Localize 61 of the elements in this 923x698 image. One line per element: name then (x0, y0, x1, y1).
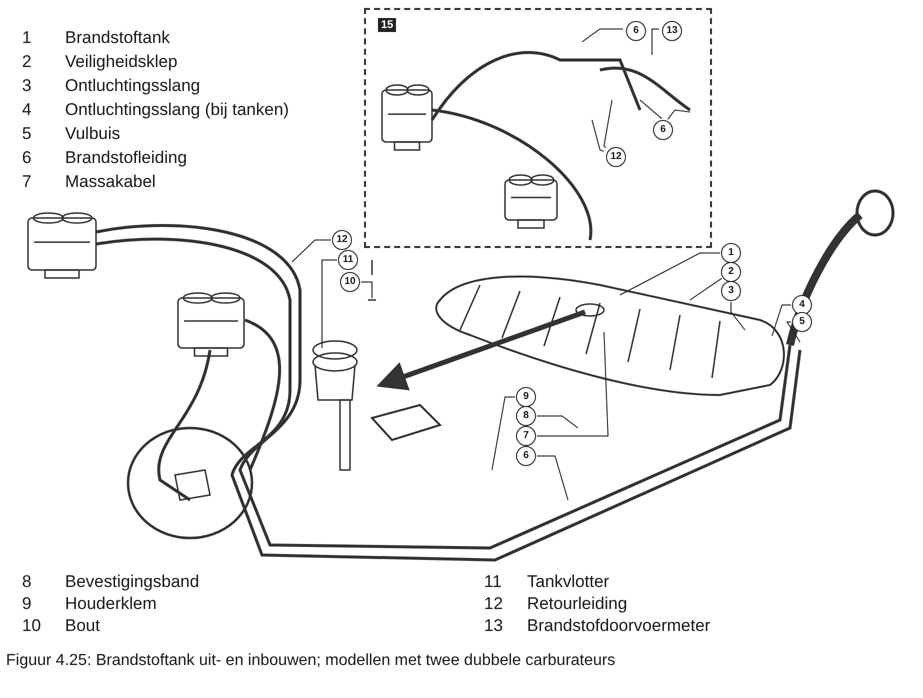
leader-line (360, 282, 372, 298)
key-number: 12 (484, 594, 503, 614)
key-number: 5 (22, 124, 32, 144)
inset-panel (364, 8, 712, 248)
leader-line (536, 416, 578, 428)
leader-line (690, 278, 722, 300)
key-number: 8 (22, 572, 32, 592)
callout-number: 6 (626, 21, 646, 41)
key-number: 2 (22, 52, 32, 72)
key-number: 4 (22, 100, 32, 120)
leader-line (640, 100, 690, 120)
section-number: 15 (378, 18, 396, 32)
callout-number: 13 (662, 21, 682, 41)
key-number: 6 (22, 148, 32, 168)
figure-caption: Figuur 4.25: Brandstoftank uit- en inbouwen; modellen met twee dubbele carburateurs (6, 652, 616, 670)
leader-line (772, 304, 792, 336)
callout-number: 6 (653, 120, 673, 140)
leader-line (536, 332, 609, 436)
leader-line (786, 322, 800, 342)
key-number: 10 (22, 616, 41, 636)
leader-line (536, 456, 568, 500)
key-number: 11 (484, 572, 502, 592)
key-label: Tankvlotter (527, 572, 610, 592)
key-number: 7 (22, 172, 32, 192)
callout-number: 4 (792, 295, 812, 315)
leader-line (592, 100, 612, 152)
leader-line (492, 396, 516, 470)
key-label: Ontluchtingsslang (bij tanken) (65, 100, 289, 120)
key-number: 13 (484, 616, 503, 636)
leader-line (292, 240, 332, 262)
key-label: Vulbuis (65, 124, 120, 144)
callout-number: 8 (516, 406, 536, 426)
key-label: Veiligheidsklep (65, 52, 178, 72)
callout-number: 6 (516, 446, 536, 466)
key-label: Brandstofleiding (65, 148, 187, 168)
callout-number: 5 (792, 312, 812, 332)
callout-number: 1 (721, 243, 741, 263)
callout-number: 7 (516, 426, 536, 446)
leader-line (620, 252, 720, 296)
key-label: Bout (65, 616, 100, 636)
callout-number: 11 (338, 250, 358, 270)
key-number: 3 (22, 76, 32, 96)
callout-number: 10 (340, 272, 360, 292)
leader-line (730, 302, 746, 330)
callout-number: 12 (332, 230, 352, 250)
key-label: Brandstofdoorvoermeter (527, 616, 710, 636)
key-label: Bevestigingsband (65, 572, 200, 592)
key-label: Brandstoftank (65, 28, 170, 48)
callout-number: 9 (516, 387, 536, 407)
key-label: Retourleiding (527, 594, 628, 614)
leader-line (652, 28, 660, 56)
leader-line (322, 260, 338, 348)
leader-line (582, 28, 624, 42)
key-number: 9 (22, 594, 32, 614)
callout-number: 12 (606, 147, 626, 167)
key-label: Massakabel (65, 172, 156, 192)
key-number: 1 (22, 28, 32, 48)
callout-number: 2 (721, 262, 741, 282)
key-label: Houderklem (65, 594, 157, 614)
key-label: Ontluchtingsslang (65, 76, 200, 96)
callout-number: 3 (721, 281, 741, 301)
